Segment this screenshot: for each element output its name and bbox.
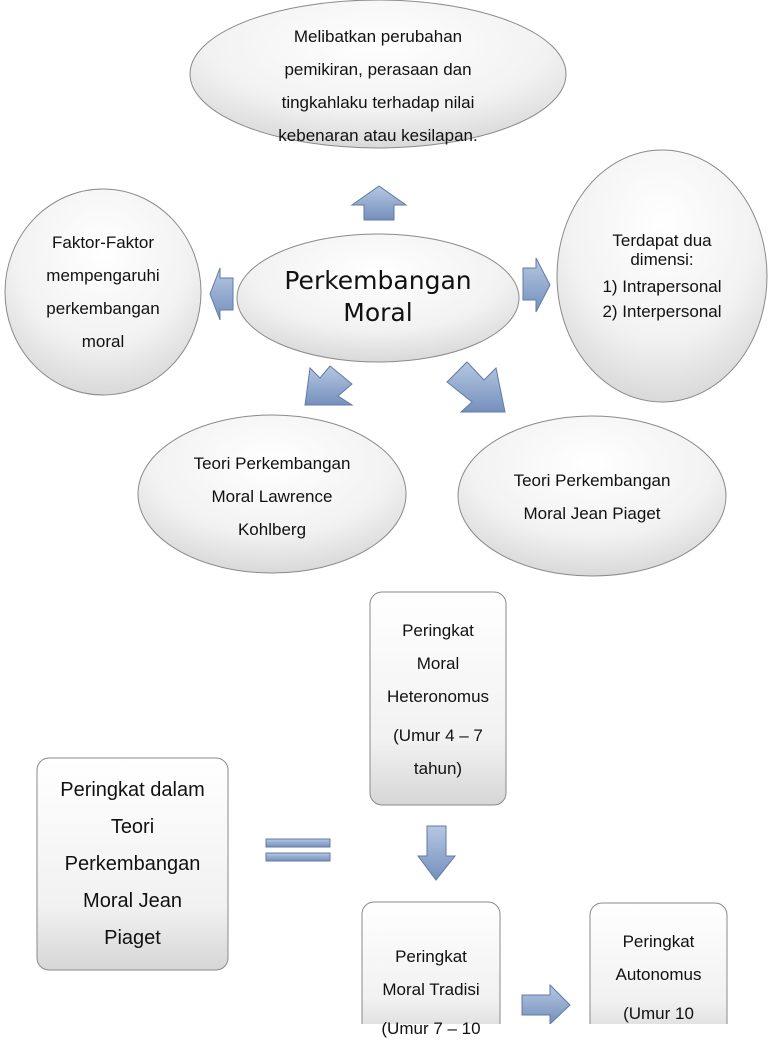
text-line: Kohlberg (237, 519, 307, 539)
bottom-left-node-text: Teori Perkembangan Moral Lawrence Kohlbe… (138, 446, 406, 546)
text-line: Peringkat (402, 621, 474, 640)
top-ellipse (189, 0, 567, 149)
center-node-text: Perkembangan Moral (237, 264, 519, 330)
arrow-left-icon (209, 267, 234, 321)
tradisi-text: Peringkat Moral Tradisi (Umur 7 – 10 (362, 940, 500, 1050)
text-line: (Umur 7 – 10 (381, 1019, 481, 1038)
text-line: Terdapat dua (612, 231, 712, 250)
arrow-down-icon (417, 825, 457, 881)
text-line: pemikiran, perasaan dan (284, 60, 472, 79)
right-ellipse (556, 149, 768, 403)
equals-sign-icon-lower (265, 852, 331, 862)
text-line: dimensi: (630, 250, 694, 269)
center-title-line: Perkembangan (284, 266, 472, 295)
text-line: Teori Perkembangan (513, 471, 671, 490)
arrow-down-left-icon (304, 365, 354, 406)
bottom-left-ellipse (137, 414, 407, 574)
text-line: tingkahlaku terhadap nilai (281, 93, 475, 112)
center-title-line: Moral (343, 298, 413, 327)
arrow-down-right-icon (446, 361, 506, 413)
center-ellipse (236, 233, 520, 363)
text-line: Autonomus (615, 965, 702, 984)
equals-sign-icon (265, 838, 331, 848)
text-line: Heteronomus (386, 687, 490, 706)
text-line: Moral Jean Piaget (523, 504, 661, 523)
right-node-text: Terdapat dua dimensi: 1) Intrapersonal 2… (562, 226, 762, 326)
piaget-title-box (36, 757, 229, 971)
text-line: Teori (110, 816, 155, 838)
heteronomus-text: Peringkat Moral Heteronomus (Umur 4 – 7 … (370, 612, 506, 787)
text-line: moral (81, 332, 125, 351)
autonomus-text: Peringkat Autonomus (Umur 10 (590, 925, 727, 1035)
text-line: (Umur 10 (623, 1004, 694, 1023)
text-line: perkembangan (46, 299, 160, 318)
text-line: (Umur 4 – 7 (393, 726, 483, 745)
text-line: mempengaruhi (46, 266, 160, 285)
arrow-right-icon (522, 257, 551, 313)
text-line: Peringkat (395, 947, 467, 966)
arrow-up-icon (350, 185, 408, 221)
autonomus-box (589, 902, 728, 1024)
diagram-canvas (4, 0, 768, 1024)
left-node-text: Faktor-Faktor mempengaruhi perkembangan … (5, 226, 201, 358)
text-line: Piaget (104, 927, 161, 949)
text-line: 1) Intrapersonal (602, 277, 722, 296)
top-node-text: Melibatkan perubahan pemikiran, perasaan… (200, 20, 556, 152)
bottom-right-node-text: Teori Perkembangan Moral Jean Piaget (458, 462, 726, 532)
left-ellipse (4, 188, 202, 396)
text-line: Perkembangan (64, 853, 201, 875)
piaget-title-text: Peringkat dalam Teori Perkembangan Moral… (37, 772, 228, 957)
bottom-right-ellipse (457, 415, 727, 577)
text-line: 2) Interpersonal (602, 302, 722, 321)
text-line: Moral Jean (83, 890, 182, 912)
text-line: Melibatkan perubahan (293, 27, 463, 46)
heteronomus-box (369, 591, 507, 806)
text-line: Faktor-Faktor (51, 233, 155, 252)
text-line: Moral Tradisi (382, 980, 480, 999)
text-line: tahun) (413, 759, 463, 778)
text-line: Teori Perkembangan (193, 453, 351, 473)
text-line: Moral (416, 654, 460, 673)
arrow-right-bottom-icon (521, 983, 571, 1024)
text-line: Peringkat dalam (60, 779, 205, 801)
tradisi-box (361, 901, 501, 1024)
text-line: Moral Lawrence (211, 486, 333, 506)
text-line: kebenaran atau kesilapan. (278, 126, 478, 145)
text-line: Peringkat (622, 932, 695, 951)
